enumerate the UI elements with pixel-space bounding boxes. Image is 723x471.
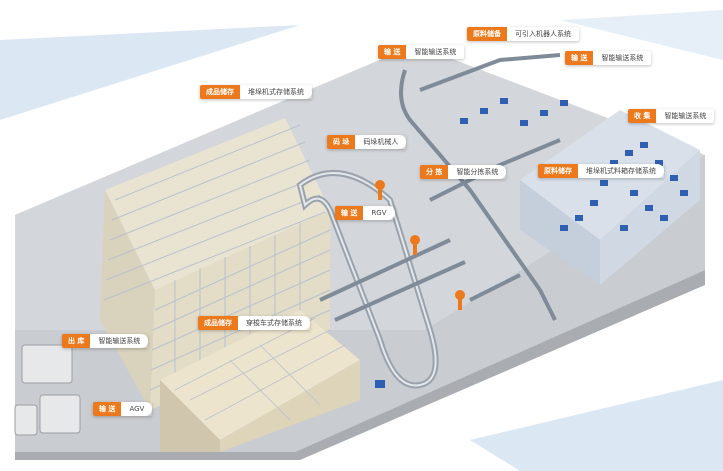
bg-band-right — [470, 380, 723, 471]
label-desc: 智能输送系统 — [593, 51, 652, 65]
robot-arms — [375, 180, 465, 310]
label-convey-rgv: 输 送 RGV — [335, 206, 395, 220]
label-tag: 输 送 — [565, 51, 594, 65]
label-sorting-1: 码 垛 码垛机械人 — [327, 135, 407, 149]
label-tag: 成品储存 — [198, 316, 238, 330]
label-desc: 码垛机械人 — [355, 135, 407, 149]
rack-finished-storage-front — [160, 310, 360, 452]
label-sorting-2: 分 拣 智能分拣系统 — [420, 165, 507, 179]
label-raw-storage-top: 原料储备 可引入机器人系统 — [467, 27, 579, 41]
label-desc: 可引入机器人系统 — [507, 27, 579, 41]
label-tag: 收 集 — [628, 109, 657, 123]
agv-vehicle — [375, 380, 385, 388]
bg-band-left — [0, 25, 300, 120]
label-finished-storage-1: 成品储存 堆垛机式存储系统 — [200, 85, 312, 99]
label-raw-storage-right: 原料储存 堆垛机式料箱存储系统 — [538, 164, 664, 178]
label-desc: 智能分拣系统 — [448, 165, 507, 179]
label-desc: RGV — [363, 206, 395, 220]
trucks — [14, 344, 81, 436]
label-tag: 原料储备 — [467, 27, 507, 41]
label-collect: 收 集 智能输送系统 — [628, 109, 715, 123]
label-desc: 智能输送系统 — [656, 109, 715, 123]
label-desc: 堆垛机式存储系统 — [240, 85, 312, 99]
label-tag: 出 库 — [62, 334, 91, 348]
label-tag: 分 拣 — [420, 165, 449, 179]
label-convey-2: 输 送 智能输送系统 — [565, 51, 652, 65]
label-convey-agv: 输 送 AGV — [93, 402, 153, 416]
label-tag: 输 送 — [93, 402, 122, 416]
label-tag: 成品储存 — [200, 85, 240, 99]
label-tag: 输 送 — [378, 45, 407, 59]
label-desc: 堆垛机式料箱存储系统 — [578, 164, 664, 178]
label-tag: 码 垛 — [327, 135, 356, 149]
label-tag: 输 送 — [335, 206, 364, 220]
label-desc: AGV — [121, 402, 153, 416]
label-convey-1: 输 送 智能输送系统 — [378, 45, 465, 59]
label-desc: 穿梭车式存储系统 — [238, 316, 310, 330]
label-desc: 智能输送系统 — [406, 45, 465, 59]
label-desc: 智能输送系统 — [90, 334, 149, 348]
label-finished-storage-2: 成品储存 穿梭车式存储系统 — [198, 316, 310, 330]
label-tag: 原料储存 — [538, 164, 578, 178]
label-outbound: 出 库 智能输送系统 — [62, 334, 149, 348]
